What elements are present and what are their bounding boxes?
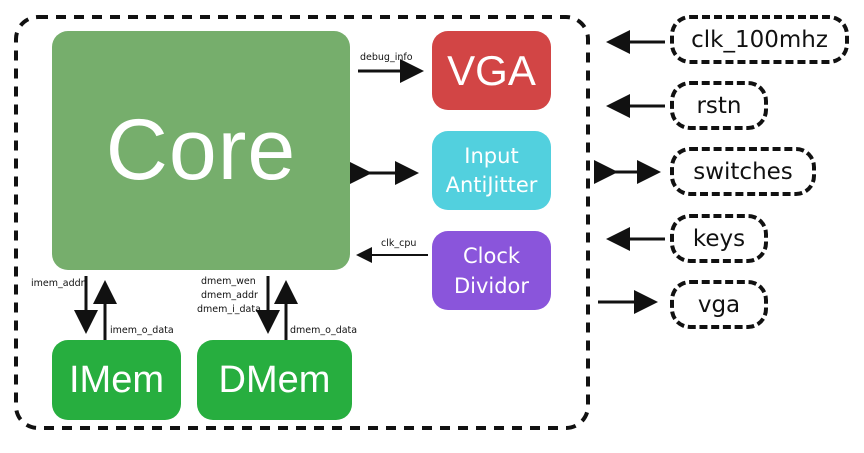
vga-label: VGA bbox=[447, 46, 536, 94]
clk-cpu-label: clk_cpu bbox=[381, 238, 417, 249]
dmem-addr-label: dmem_addr bbox=[201, 290, 258, 301]
imem-label: IMem bbox=[69, 358, 164, 401]
dmem-label: DMem bbox=[218, 358, 331, 401]
dmem-i-data-label: dmem_i_data bbox=[197, 304, 261, 315]
imem-o-data-label: imem_o_data bbox=[110, 325, 174, 336]
port-switches-label: switches bbox=[693, 158, 793, 185]
clock-divider-block: Clock Dividor bbox=[432, 231, 551, 310]
dmem-o-data-label: dmem_o_data bbox=[290, 325, 358, 336]
core-label: Core bbox=[105, 102, 297, 198]
input-antijitter-block: Input AntiJitter bbox=[432, 131, 551, 210]
imem-addr-label: imem_addr bbox=[31, 278, 85, 289]
dmem-block: DMem bbox=[197, 340, 352, 420]
clock-divider-line1: Clock bbox=[462, 243, 521, 268]
input-antijitter-line1: Input bbox=[464, 143, 519, 168]
port-vga: vga bbox=[670, 280, 768, 329]
port-rstn: rstn bbox=[670, 81, 768, 130]
input-antijitter-line2: AntiJitter bbox=[445, 172, 538, 197]
port-keys-label: keys bbox=[692, 225, 746, 252]
clock-divider-line2: Dividor bbox=[453, 273, 530, 298]
port-switches: switches bbox=[670, 147, 816, 196]
imem-block: IMem bbox=[52, 340, 181, 420]
port-keys: keys bbox=[670, 214, 768, 263]
dmem-wen-label: dmem_wen bbox=[201, 276, 256, 287]
port-clk-100mhz-label: clk_100mhz bbox=[691, 26, 828, 53]
port-vga-label: vga bbox=[697, 291, 741, 318]
port-clk-100mhz: clk_100mhz bbox=[670, 15, 849, 64]
debug-info-label: debug_info bbox=[360, 52, 413, 63]
vga-block: VGA bbox=[432, 31, 551, 110]
port-rstn-label: rstn bbox=[696, 92, 742, 119]
core-block: Core bbox=[52, 31, 350, 270]
system-boundary bbox=[14, 15, 590, 430]
